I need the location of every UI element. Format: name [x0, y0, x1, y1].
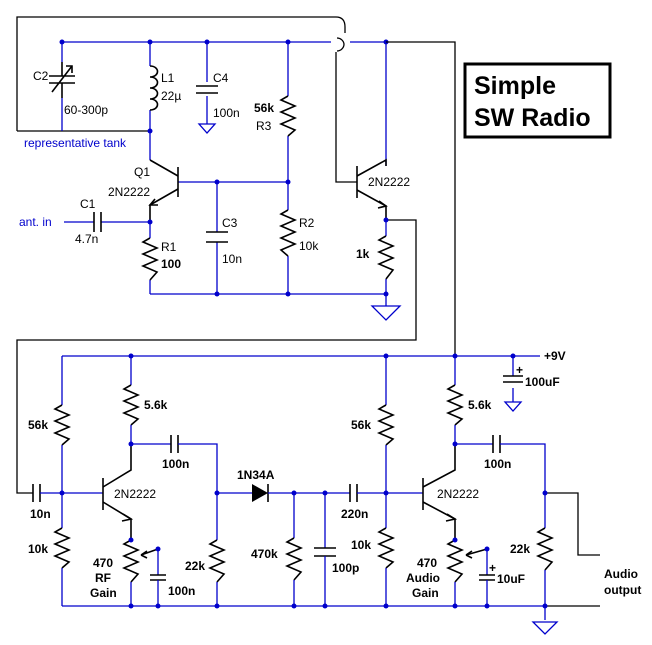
af-rb2-resistor [376, 527, 396, 569]
detector-resistor-470k [284, 537, 304, 581]
af-bypass-capacitor [479, 574, 495, 581]
rf-bypass-capacitor [150, 574, 166, 581]
tank-note: representative tank [24, 136, 127, 150]
det-r1-value: 22k [185, 559, 205, 573]
rf-rc-resistor [121, 384, 141, 426]
out-r-value: 22k [510, 542, 530, 556]
supply-cap-value: 100uF [525, 375, 560, 389]
c3-capacitor [206, 231, 228, 243]
r2-resistor [278, 209, 298, 257]
l1-name: L1 [161, 71, 175, 85]
title-line-1: Simple [474, 72, 556, 100]
q1-transistor [148, 159, 179, 222]
rf-transistor [102, 444, 134, 540]
l1-inductor [149, 65, 159, 111]
q2-transistor [356, 158, 388, 220]
c3-value: 10n [222, 252, 242, 266]
af-transistor [422, 444, 458, 540]
rf-cout-value: 100n [162, 457, 189, 471]
rf-transistor-type: 2N2222 [114, 487, 156, 501]
rf-bypass-value: 100n [168, 584, 195, 598]
rf-input-capacitor [32, 484, 41, 502]
supply-capacitor [503, 375, 523, 383]
supply-ground-icon [503, 401, 523, 412]
af-bypass-plus: + [489, 561, 496, 575]
r1-resistor [140, 237, 160, 281]
c4-ground-icon [197, 123, 217, 134]
af-cout-value: 100n [484, 457, 511, 471]
output-ground-icon [531, 621, 559, 635]
c3-name: C3 [222, 216, 238, 230]
detector-diode [252, 484, 269, 502]
af-cin-value: 220n [341, 507, 368, 521]
diode-label: 1N34A [237, 468, 275, 482]
rf-output-capacitor [170, 435, 179, 453]
output-label-1: Audio [604, 567, 638, 581]
rf-pot-value: 470 [93, 556, 113, 570]
supply-label: +9V [544, 349, 566, 363]
c2-name: C2 [33, 69, 49, 83]
r2-value: 10k [299, 239, 319, 253]
rf-pot-label-1: RF [95, 571, 111, 585]
af-output-capacitor [492, 435, 501, 453]
c4-name: C4 [213, 71, 229, 85]
det-c-value: 100p [332, 561, 359, 575]
oscillator-section [16, 16, 417, 494]
det-r2-value: 470k [251, 547, 278, 561]
r3-value: 56k [254, 101, 274, 115]
rf-gain-potentiometer [121, 539, 141, 583]
c1-value: 4.7n [75, 232, 98, 246]
r2-name: R2 [299, 216, 315, 230]
oscillator-ground-icon [370, 305, 402, 321]
rf-rc-value: 5.6k [144, 398, 168, 412]
q1-name: Q1 [134, 165, 150, 179]
af-rb1-value: 56k [351, 418, 371, 432]
af-pot-label-1: Audio [406, 571, 440, 585]
af-rc-value: 5.6k [468, 398, 492, 412]
af-pot-value: 470 [417, 556, 437, 570]
r1-name: R1 [161, 240, 177, 254]
af-pot-label-2: Gain [412, 586, 439, 600]
c1-name: C1 [80, 197, 96, 211]
q2-emitter-value: 1k [356, 247, 370, 261]
c4-capacitor [196, 85, 218, 94]
q2-type: 2N2222 [368, 175, 410, 189]
q1-type: 2N2222 [108, 185, 150, 199]
rf-rb1-resistor [52, 404, 72, 446]
r3-name: R3 [256, 119, 272, 133]
output-resistor [535, 527, 555, 571]
af-bypass-value: 10uF [497, 572, 525, 586]
l1-value: 22µ [161, 89, 181, 103]
rf-rb1-value: 56k [28, 418, 48, 432]
output-label-2: output [604, 583, 641, 597]
c2-variable-capacitor [49, 62, 75, 98]
af-rc-resistor [445, 384, 465, 426]
rf-rb2-resistor [52, 527, 72, 569]
rf-cin-value: 10n [30, 507, 51, 521]
antenna-label: ant. in [19, 215, 52, 229]
rf-pot-label-2: Gain [90, 586, 117, 600]
detector-capacitor [314, 547, 336, 557]
r3-resistor [278, 95, 298, 137]
af-rb2-value: 10k [351, 538, 371, 552]
af-transistor-type: 2N2222 [437, 487, 479, 501]
title-box [463, 62, 612, 139]
amplifier-section [32, 41, 600, 635]
c1-capacitor [93, 212, 102, 232]
q2-emitter-resistor [376, 235, 396, 280]
detector-resistor-22k [207, 539, 227, 583]
af-rb1-resistor [376, 404, 396, 446]
title-line-2: SW Radio [474, 104, 591, 132]
c2-value: 60-300p [64, 103, 108, 117]
supply-cap-plus: + [516, 363, 523, 377]
r1-value: 100 [161, 257, 181, 271]
af-input-capacitor [349, 484, 358, 502]
rf-rb2-value: 10k [28, 542, 48, 556]
audio-gain-potentiometer [445, 539, 465, 583]
c4-value: 100n [213, 106, 240, 120]
